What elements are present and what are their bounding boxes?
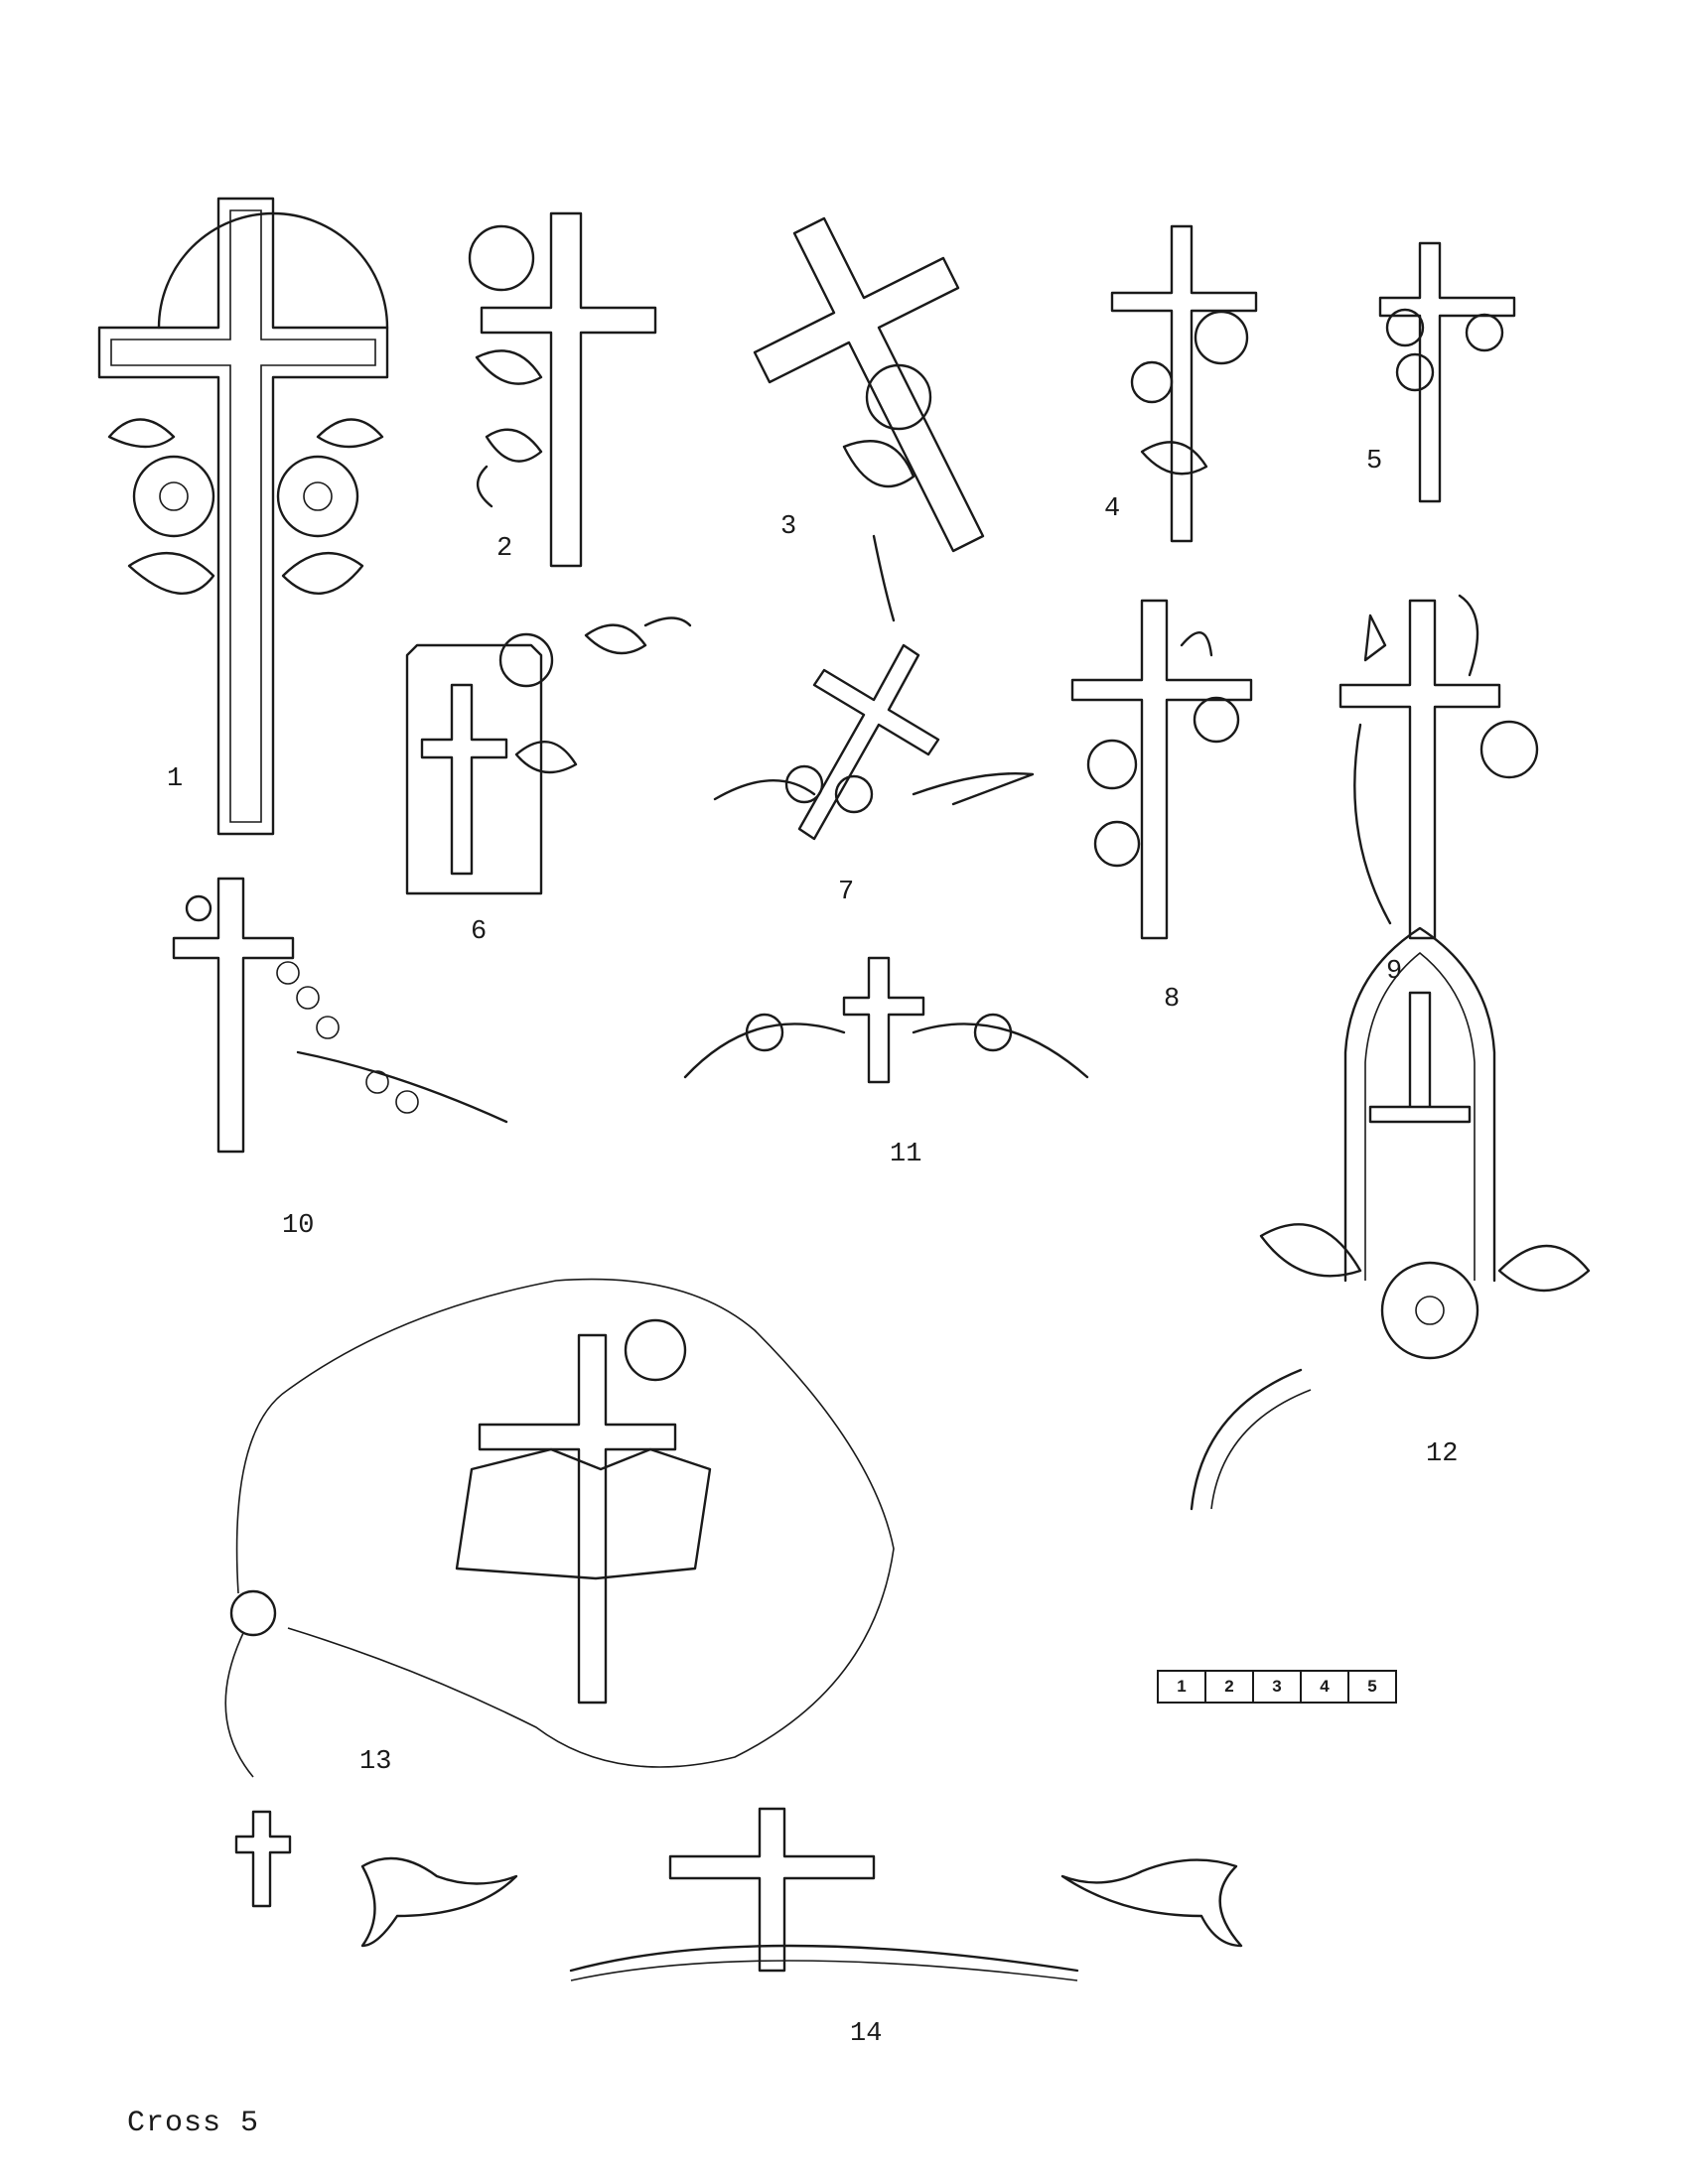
design-8-cross — [1070, 599, 1253, 940]
design-12-window — [1190, 926, 1591, 1511]
design-14-doves — [360, 1807, 1243, 1981]
design-13-rosary — [224, 1278, 895, 1908]
design-label-5: 5 — [1366, 447, 1383, 477]
design-label-9: 9 — [1386, 957, 1403, 987]
design-label-2: 2 — [496, 534, 513, 564]
design-label-13: 13 — [359, 1747, 392, 1777]
design-label-10: 10 — [282, 1211, 315, 1241]
design-2-cross — [468, 211, 657, 568]
size-scale-cell: 1 — [1159, 1672, 1206, 1702]
design-11-cross — [683, 956, 1089, 1084]
design-1-cross — [97, 197, 389, 836]
design-label-7: 7 — [838, 878, 855, 907]
design-label-1: 1 — [167, 764, 184, 794]
design-label-14: 14 — [850, 2019, 883, 2049]
design-10-cross — [172, 877, 508, 1154]
design-label-8: 8 — [1164, 985, 1181, 1015]
size-scale-cell: 3 — [1254, 1672, 1302, 1702]
design-label-6: 6 — [471, 917, 488, 947]
design-label-3: 3 — [780, 512, 797, 542]
design-label-4: 4 — [1104, 494, 1121, 524]
design-6-cross — [405, 616, 692, 895]
size-scale-cell: 4 — [1302, 1672, 1349, 1702]
size-scale-cell: 2 — [1206, 1672, 1254, 1702]
design-7-cross — [713, 643, 1035, 841]
size-scale: 1 2 3 4 5 — [1157, 1670, 1397, 1704]
page-title: Cross 5 — [127, 2107, 260, 2140]
design-label-11: 11 — [890, 1140, 922, 1169]
design-label-12: 12 — [1426, 1439, 1459, 1469]
design-9-cross — [1338, 594, 1539, 940]
design-3-cross — [753, 216, 985, 622]
design-4-cross — [1110, 224, 1258, 543]
design-5-cross — [1378, 241, 1516, 503]
size-scale-cell: 5 — [1367, 1677, 1377, 1696]
